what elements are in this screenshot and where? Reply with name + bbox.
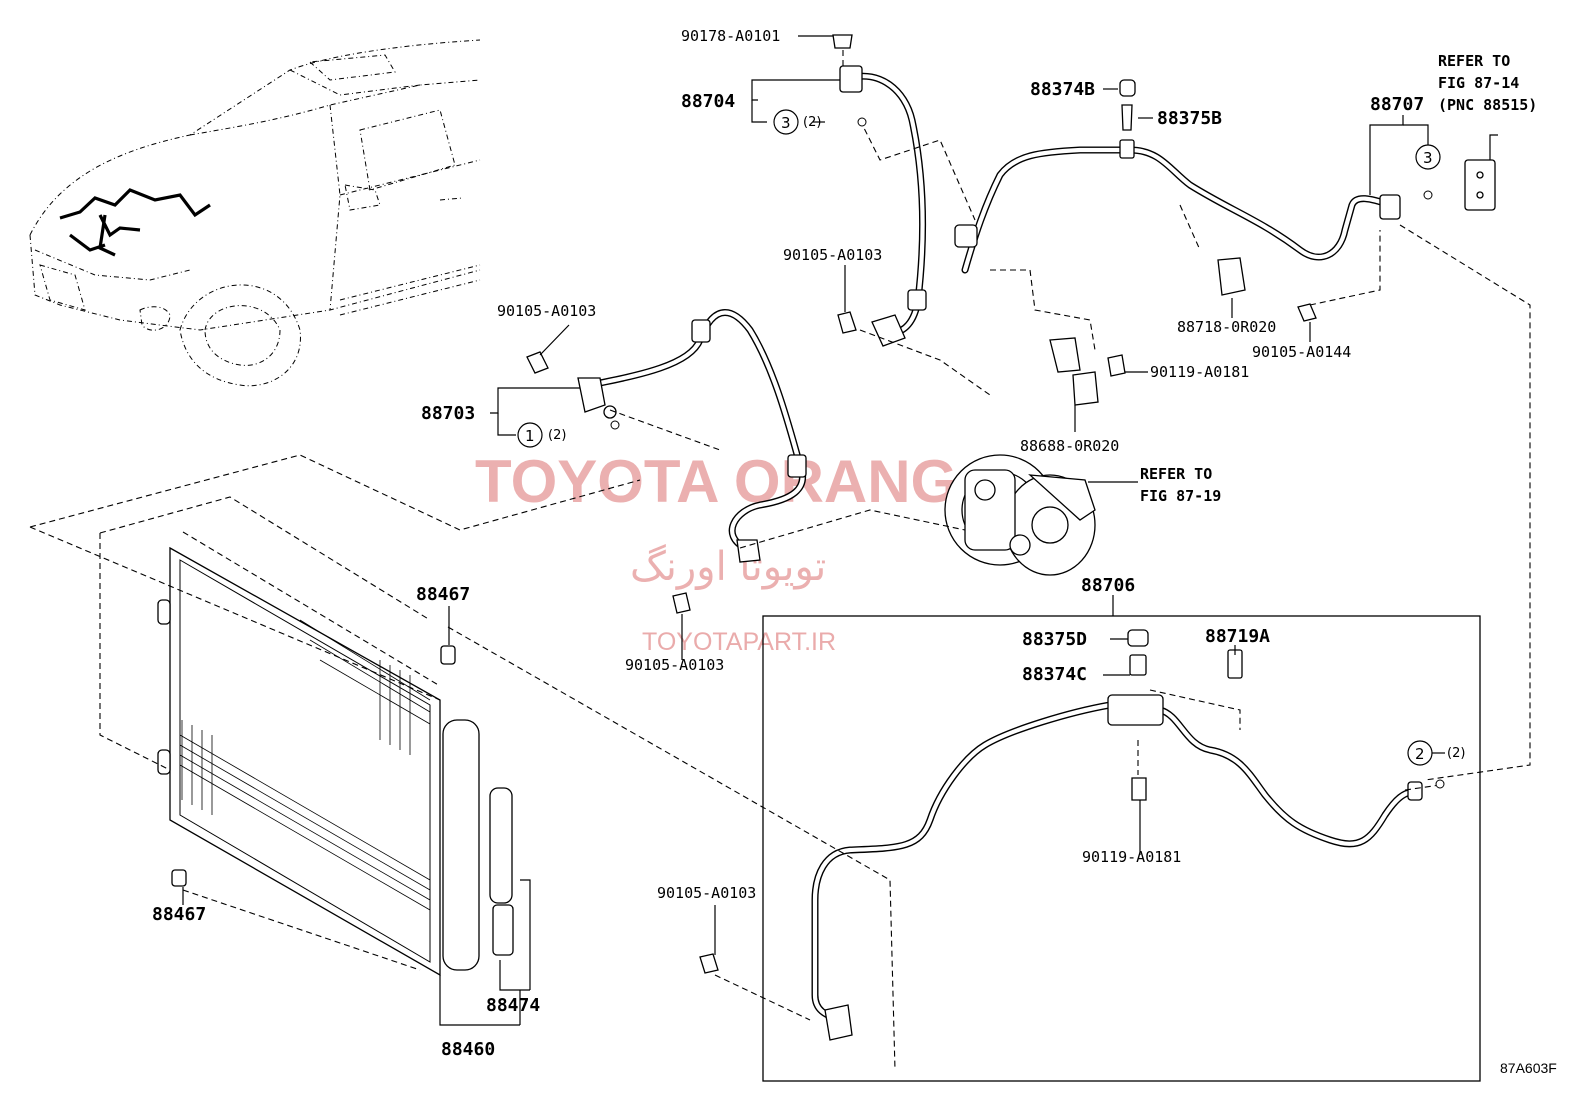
label-88703: 88703 [421, 403, 475, 424]
label-90105-a0103-left: 90105-A0103 [497, 302, 596, 320]
refer-line-2: FIG 87-14 [1438, 74, 1519, 92]
condenser-88460 [157, 546, 514, 977]
callout-qty: (2) [548, 428, 566, 443]
suction-hose-88703 [577, 309, 807, 563]
watermark-farsi: تویوتا اورنگ [630, 544, 826, 590]
callout-circle-2: 2 (2) [1407, 740, 1465, 789]
hose-88707 [954, 79, 1496, 274]
label-88719a: 88719A [1205, 626, 1270, 647]
watermark-url: TOYOTAPART.IR [642, 628, 836, 656]
callout-circle-3-right: 3 [1415, 144, 1441, 200]
dashed-leaders [29, 119, 1531, 1071]
discharge-hose-88704 [832, 34, 927, 347]
compressor [944, 454, 1096, 576]
callout-number: 1 [525, 427, 535, 445]
callout-number: 2 [1415, 745, 1425, 763]
label-88374c: 88374C [1022, 664, 1087, 685]
label-88460: 88460 [441, 1039, 495, 1060]
liquid-tube-88706 [811, 629, 1423, 1041]
label-88718-0r020: 88718-0R020 [1177, 318, 1276, 336]
bolts [526, 257, 1317, 974]
callout-qty: (2) [803, 115, 821, 130]
label-90105-a0144: 90105-A0144 [1252, 343, 1351, 361]
refer-line-1: REFER TO [1140, 465, 1212, 483]
refer-line-1: REFER TO [1438, 52, 1510, 70]
figure-code: 87A603F [1500, 1060, 1557, 1076]
label-88707: 88707 [1370, 94, 1424, 115]
refer-line-3: (PNC 88515) [1438, 96, 1537, 114]
label-90178-a0101: 90178-A0101 [681, 27, 780, 45]
callout-circle-3-left: 3 (2) [773, 109, 867, 135]
label-90105-a0103-top: 90105-A0103 [783, 246, 882, 264]
label-88374b: 88374B [1030, 79, 1095, 100]
label-88467-bottom: 88467 [152, 904, 206, 925]
watermark-brand: TOYOTA ORANG [475, 448, 957, 515]
label-88706: 88706 [1081, 575, 1135, 596]
watermark: TOYOTA ORANG تویوتا اورنگ TOYOTAPART.IR [475, 448, 957, 656]
refer-note-fig-87-14: REFER TO FIG 87-14 (PNC 88515) [1438, 52, 1537, 114]
label-88375b: 88375B [1157, 108, 1222, 129]
vehicle-illustration [29, 39, 481, 387]
label-88467-top: 88467 [416, 584, 470, 605]
label-88704: 88704 [681, 91, 735, 112]
callout-number: 3 [1423, 149, 1433, 167]
part-labels: 90178-A0101 88704 88374B 88375B 88707 90… [152, 27, 1424, 1060]
label-90105-a0103-bottom: 90105-A0103 [657, 884, 756, 902]
label-88688-0r020: 88688-0R020 [1020, 437, 1119, 455]
refer-note-fig-87-19: REFER TO FIG 87-19 [1140, 465, 1221, 505]
label-88375d: 88375D [1022, 629, 1087, 650]
kit-box-88706 [762, 615, 1481, 1082]
callout-qty: (2) [1447, 746, 1465, 761]
callout-number: 3 [781, 114, 791, 132]
solid-leaders [182, 35, 1498, 1026]
label-90105-a0103-mid: 90105-A0103 [625, 656, 724, 674]
refer-line-2: FIG 87-19 [1140, 487, 1221, 505]
label-90119-a0181-top: 90119-A0181 [1150, 363, 1249, 381]
callout-circle-1: 1 (2) [517, 420, 620, 448]
label-88474: 88474 [486, 995, 540, 1016]
label-90119-a0181-bottom: 90119-A0181 [1082, 848, 1181, 866]
